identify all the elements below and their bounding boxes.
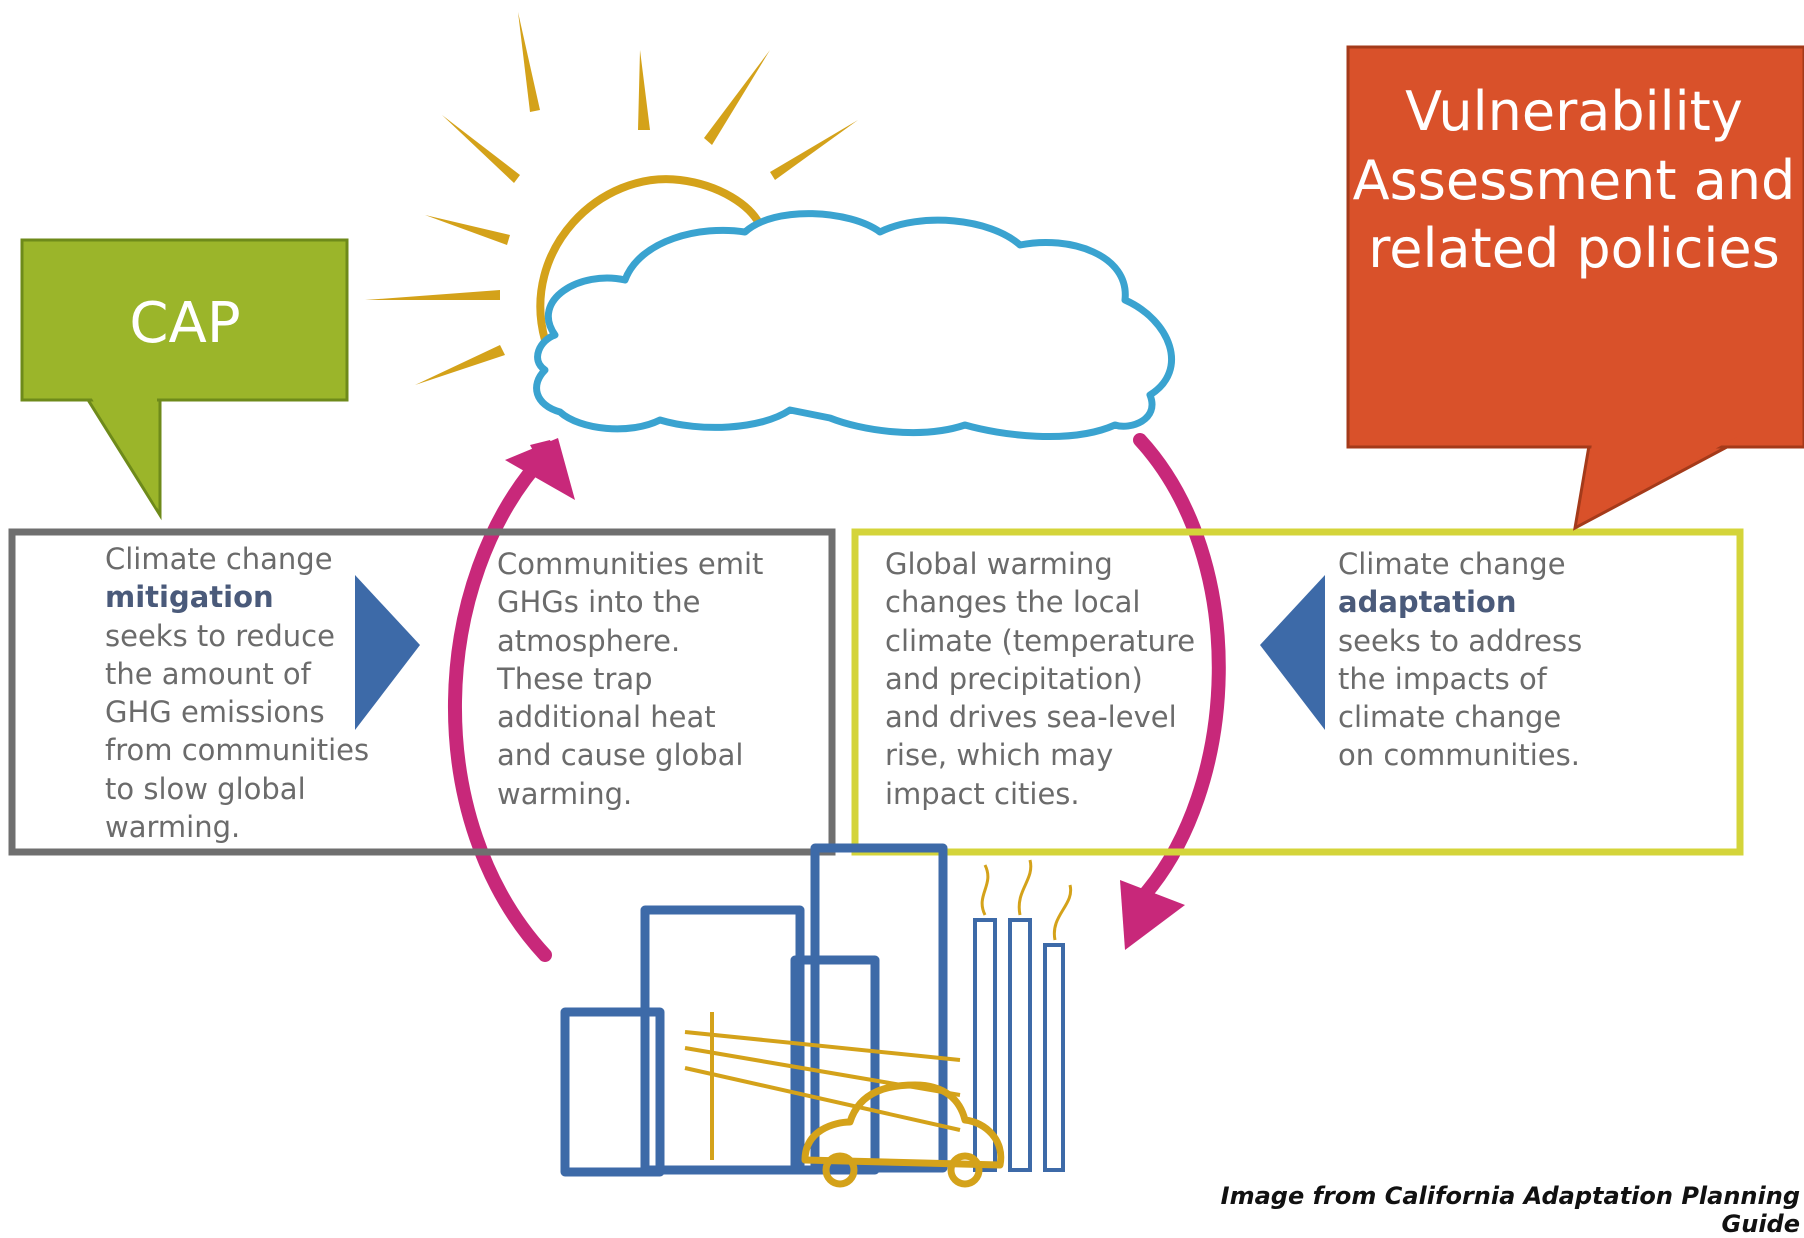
vulnerability-callout [1346, 45, 1804, 531]
cap-callout [20, 238, 349, 521]
vulnerability-label: Vulnerability Assessment and related pol… [1352, 80, 1796, 281]
mitigation-pointer-icon [355, 575, 420, 730]
mitigation-description: seeks to reduce the amount of GHG emissi… [105, 618, 370, 844]
adaptation-description: seeks to address the impacts of climate … [1338, 623, 1583, 773]
mitigation-box [8, 528, 836, 856]
city-icon [560, 843, 948, 1177]
car-icon [801, 1081, 1005, 1188]
adaptation-pointer-icon [1260, 575, 1325, 730]
communities-text: Communities emit GHGs into the atmospher… [497, 547, 764, 811]
adaptation-box [851, 528, 1744, 856]
mitigation-text: Climate change mitigation seeks to reduc… [105, 540, 395, 846]
mitigation-prefix: Climate change [105, 542, 333, 576]
smokestack-icon [973, 918, 1065, 1172]
smoke-icon [980, 859, 1073, 941]
adaptation-prefix: Climate change [1338, 547, 1566, 581]
adaptation-text: Climate change adaptation seeks to addre… [1338, 545, 1628, 775]
adaptation-keyword: adaptation [1338, 585, 1517, 620]
image-credit: Image from California Adaptation Plannin… [1220, 1182, 1800, 1238]
mitigation-keyword: mitigation [105, 580, 274, 615]
global-warming-text: Global warming changes the local climate… [885, 547, 1196, 811]
cap-label: CAP [129, 291, 241, 356]
cycle-arrow-up [447, 438, 575, 962]
sun-icon [365, 12, 858, 385]
cycle-arrow-down [1120, 433, 1226, 950]
cloud-icon [533, 210, 1176, 440]
